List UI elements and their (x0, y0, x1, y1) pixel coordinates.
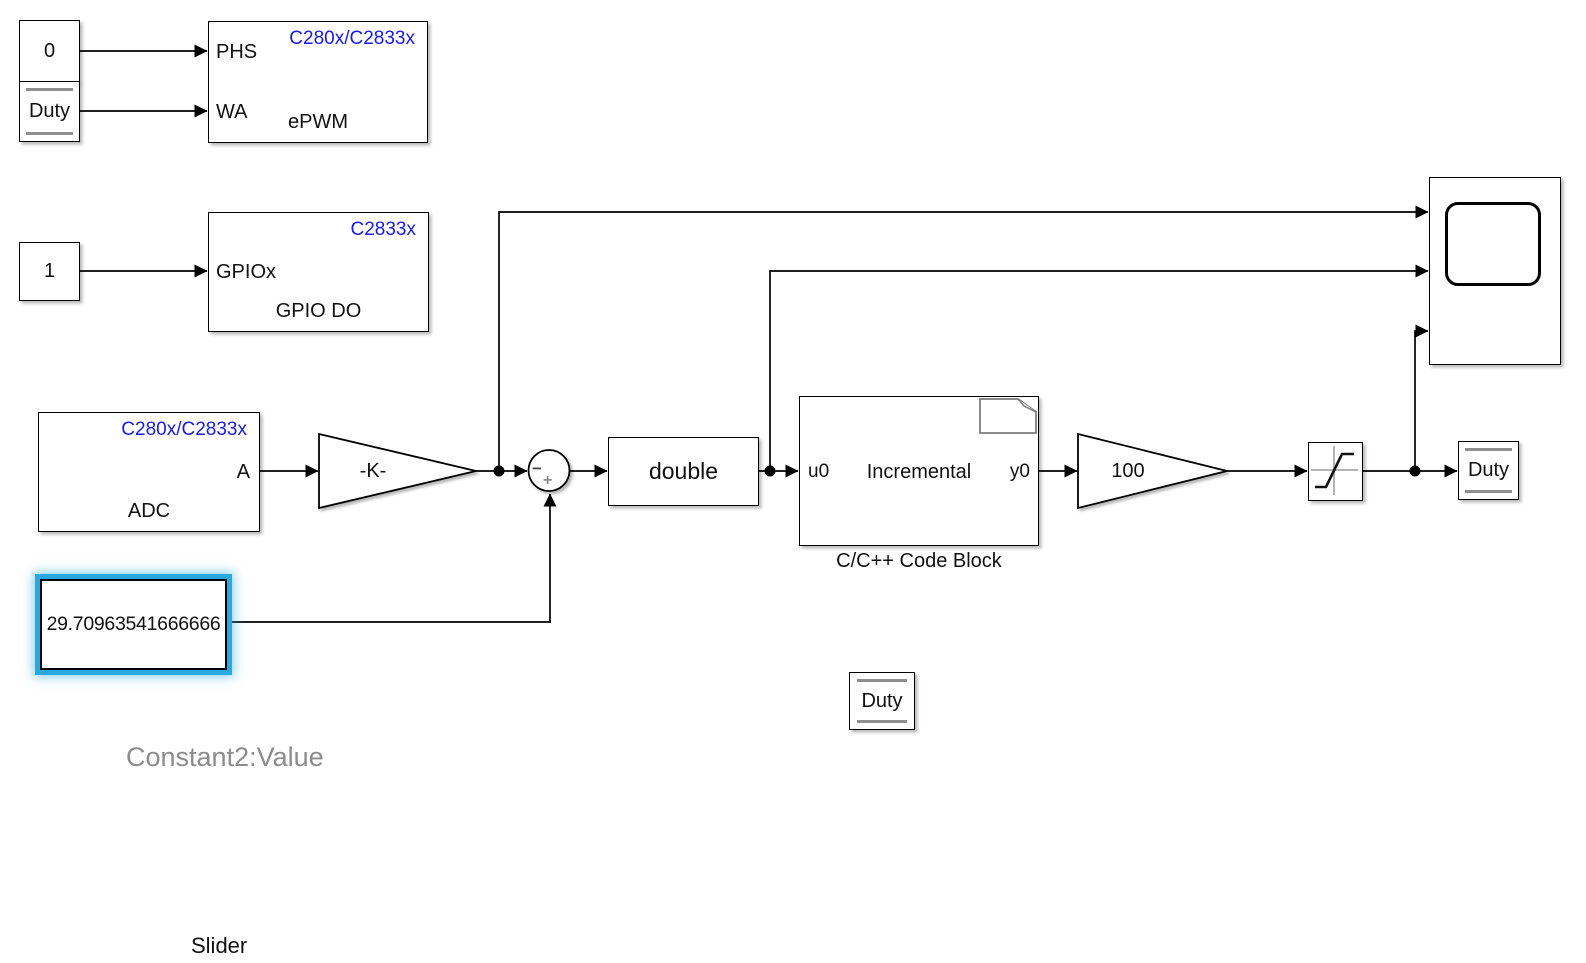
constant2-value: 29.70963541666666 (46, 613, 221, 635)
goto-duty-right-block[interactable]: Duty (1458, 441, 1519, 500)
ccpp-code-block[interactable]: u0 y0 Incremental (799, 396, 1039, 546)
gpio-target-tag: C2833x (350, 219, 417, 240)
gain-100-label: 100 (1111, 460, 1145, 482)
constant-one-value: 1 (43, 260, 56, 282)
code-block-title: Incremental (866, 461, 972, 483)
from-duty-top-label: Duty (28, 100, 71, 122)
epwm-block[interactable]: C280x/C2833x PHS WA ePWM (208, 21, 428, 143)
tag-duty-middle-label: Duty (861, 689, 903, 712)
gpio-do-block[interactable]: C2833x GPIOx GPIO DO (208, 212, 429, 332)
wire-constant2-to-sum[interactable] (229, 493, 557, 623)
scope-block[interactable] (1429, 177, 1561, 365)
wire-branch-to-scope-3[interactable] (1414, 324, 1429, 471)
saturation-icon (1311, 446, 1358, 495)
branch-dot-after-gain (493, 465, 505, 477)
wire-branch-to-scope-1[interactable] (498, 205, 1429, 471)
epwm-name: ePWM (288, 111, 348, 133)
constant-one-block[interactable]: 1 (19, 242, 80, 301)
data-type-conversion-label: double (648, 458, 719, 484)
adc-block[interactable]: C280x/C2833x A ADC (38, 412, 260, 532)
from-tag-line-top (26, 88, 73, 91)
tag-line-bottom (857, 720, 907, 723)
gpio-port-gpiox: GPIOx (216, 261, 277, 283)
adc-target-tag: C280x/C2833x (121, 419, 247, 440)
constant-zero-block[interactable]: 0 (19, 20, 80, 82)
adc-port-a: A (236, 461, 250, 483)
scope-screen-icon (1445, 202, 1541, 286)
goto-tag-line-bottom (1465, 490, 1512, 493)
from-duty-top-block[interactable]: Duty (19, 81, 80, 142)
goto-tag-line-top (1465, 448, 1512, 451)
epwm-port-wa: WA (216, 101, 248, 123)
from-tag-line-bottom (26, 132, 73, 135)
sum-block[interactable] (527, 449, 571, 492)
gain-k-label: -K- (359, 460, 387, 482)
gpio-name: GPIO DO (275, 300, 362, 322)
data-type-conversion-block[interactable]: double (608, 437, 759, 506)
branch-dot-after-double (764, 465, 776, 477)
wire-branch-to-scope-2[interactable] (769, 264, 1429, 471)
sum-sign-minus: − (532, 459, 542, 478)
gain-100-block[interactable] (1077, 432, 1228, 510)
code-file-icon (979, 398, 1037, 434)
constant-zero-value: 0 (43, 39, 56, 62)
code-block-port-y0: y0 (1009, 461, 1030, 482)
adc-name: ADC (127, 500, 171, 522)
epwm-target-tag: C280x/C2833x (289, 28, 415, 49)
goto-duty-right-label: Duty (1467, 459, 1510, 481)
sum-sign-plus: + (543, 472, 553, 489)
tag-line-top (857, 679, 907, 682)
constant2-value-annotation: Constant2:Value (126, 742, 324, 772)
branch-dot-after-saturation (1409, 465, 1421, 477)
code-block-caption: C/C++ Code Block (836, 550, 1002, 572)
constant2-block[interactable]: 29.70963541666666 (40, 579, 227, 670)
tag-duty-middle-block[interactable]: Duty (849, 672, 915, 730)
slider-annotation: Slider (191, 933, 248, 958)
epwm-port-phs: PHS (216, 41, 258, 63)
code-block-port-u0: u0 (808, 461, 830, 482)
gain-k-block[interactable] (318, 432, 477, 510)
saturation-block[interactable] (1308, 442, 1363, 501)
